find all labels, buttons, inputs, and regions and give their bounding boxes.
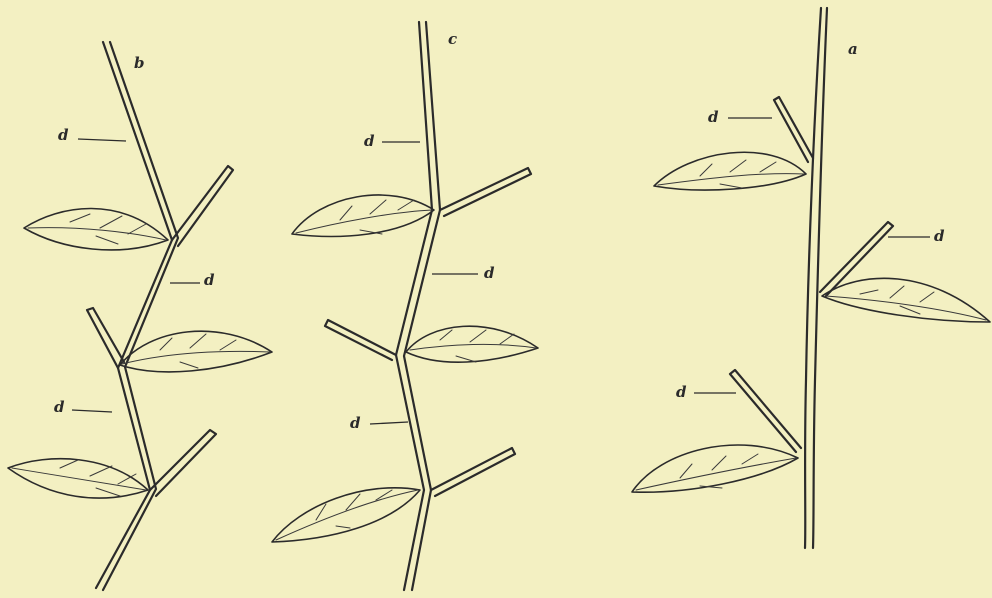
label-panel-b: b (134, 54, 145, 72)
label-a-d2: d (934, 227, 945, 245)
thorn-a-3 (730, 370, 801, 452)
stem-b-main (96, 42, 172, 588)
label-panel-a: a (848, 40, 858, 58)
panel-a: a d d d (632, 8, 990, 548)
label-panel-c: c (448, 30, 457, 48)
thorn-c-3 (431, 448, 515, 496)
leaf-c-3 (272, 488, 420, 542)
label-a-d3: d (676, 383, 687, 401)
thorn-b-3 (150, 430, 216, 496)
stem-c-main (396, 22, 432, 590)
thorn-a-1 (774, 97, 813, 162)
label-b-d1: d (58, 126, 69, 144)
label-c-d3: d (350, 414, 361, 432)
thorn-b-1 (172, 166, 233, 246)
label-a-d1: d (708, 108, 719, 126)
thorn-c-1 (440, 168, 531, 216)
panel-b: b d d d (8, 42, 272, 590)
thorn-c-2 (325, 320, 396, 360)
leaf-a-1 (654, 152, 806, 190)
thorn-b-2 (87, 308, 124, 368)
label-b-d2: d (204, 271, 215, 289)
label-c-d1: d (364, 132, 375, 150)
label-b-d3: d (54, 398, 65, 416)
leaf-a-2 (822, 278, 990, 322)
label-c-d2: d (484, 264, 495, 282)
thorn-a-2 (820, 222, 893, 296)
panel-c: c d d d (272, 22, 538, 590)
